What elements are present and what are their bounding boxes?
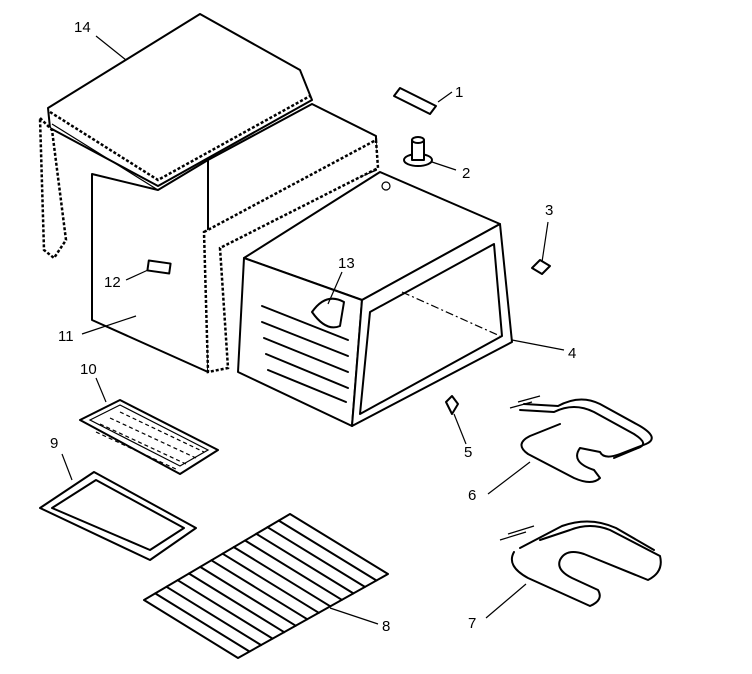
leader-11 [81, 315, 137, 335]
leader-6 [487, 461, 531, 495]
callout-13: 13 [338, 255, 355, 272]
broiler-grid-part [79, 399, 219, 475]
leader-9 [61, 453, 73, 481]
rack-bar [187, 572, 286, 634]
clip-part [531, 259, 551, 275]
callout-5: 5 [464, 444, 472, 461]
broiler-pan-part [39, 471, 197, 561]
rack-bar [277, 519, 378, 582]
oven-rack-part [143, 513, 389, 659]
callout-12: 12 [104, 274, 121, 291]
leader-8 [329, 607, 379, 625]
leader-12 [125, 269, 149, 281]
callout-11: 11 [58, 328, 74, 345]
rack-bar [244, 539, 343, 601]
callout-7: 7 [468, 615, 476, 632]
rack-bar [210, 559, 309, 621]
leader-5 [453, 413, 467, 445]
callout-14: 14 [74, 19, 91, 36]
rack-bar [154, 592, 251, 653]
leader-10 [95, 377, 107, 403]
rack-bar [255, 532, 355, 595]
rack-bar [266, 526, 366, 588]
leader-2 [431, 161, 457, 171]
callout-10: 10 [80, 361, 97, 378]
rack-bar [221, 552, 320, 614]
bake-element-part [499, 520, 662, 607]
bracket-part [445, 395, 459, 415]
callout-1: 1 [455, 84, 463, 101]
callout-2: 2 [462, 165, 470, 182]
rack-bar [165, 585, 263, 647]
leader-1 [437, 91, 453, 103]
callout-3: 3 [545, 202, 553, 219]
callout-6: 6 [468, 487, 476, 504]
broil-element-part [509, 395, 653, 483]
thermostat-bulb-part [403, 136, 433, 167]
oven-cavity-part [237, 171, 513, 427]
leader-4 [511, 339, 565, 351]
callout-4: 4 [568, 345, 576, 362]
callout-labels: 1 2 3 4 5 6 7 8 9 10 11 12 13 14 [50, 19, 576, 635]
leader-7 [485, 583, 527, 619]
leader-13 [327, 271, 343, 305]
rack-bar [199, 565, 297, 627]
rack-bar [176, 579, 274, 640]
callout-8: 8 [382, 618, 390, 635]
light-strip-part [393, 87, 437, 115]
leader-14 [95, 35, 127, 61]
leader-3 [541, 221, 549, 263]
callout-9: 9 [50, 435, 58, 452]
leader-lines [61, 35, 565, 625]
outer-cabinet-part [38, 103, 380, 374]
rack-bar [232, 546, 332, 608]
